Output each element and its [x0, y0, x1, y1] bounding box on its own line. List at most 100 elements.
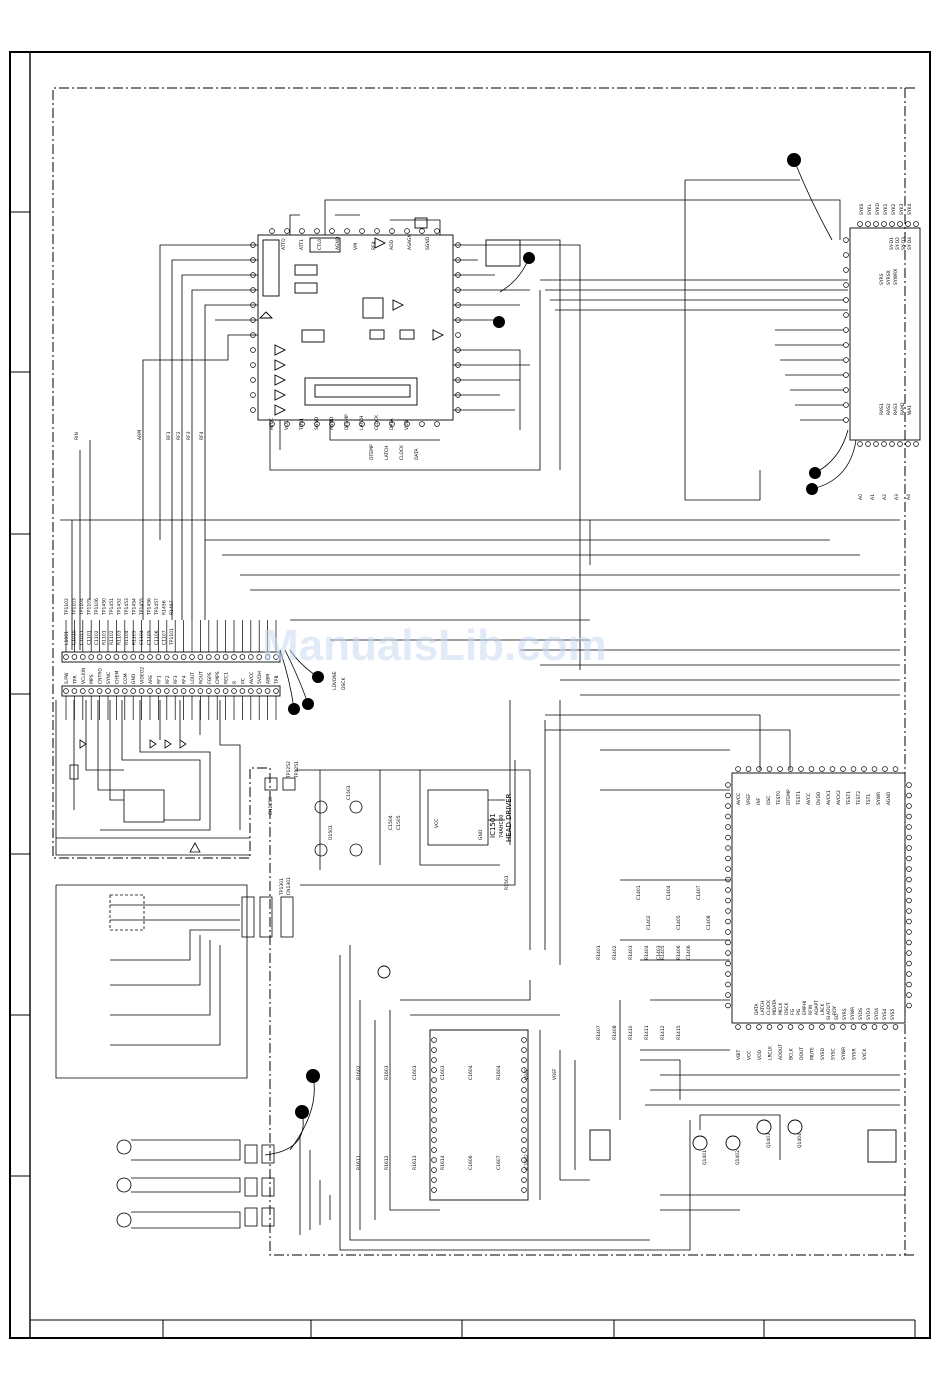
connector-pin-label: SYNC	[106, 672, 112, 684]
ic-pin-label: WA1	[907, 405, 913, 415]
component-label: C1106	[154, 630, 160, 645]
pin	[843, 417, 849, 423]
pin	[906, 887, 912, 893]
pin	[521, 1097, 527, 1103]
ic-pin-label: DOUT	[799, 1047, 805, 1060]
ic-pin-label: AGND	[886, 791, 892, 805]
pin	[906, 1002, 912, 1009]
ic-pin-label: ASAGN	[407, 234, 413, 250]
ic-pin-label: SYRS	[842, 1008, 848, 1020]
ic-pin-label: TEST2	[856, 791, 862, 806]
pin	[777, 1024, 783, 1030]
pin	[431, 1097, 437, 1103]
component-label: Q1402	[735, 1150, 741, 1165]
connector-pins	[63, 620, 279, 720]
pin	[431, 1107, 437, 1113]
pin	[147, 654, 153, 660]
component-label: R1410	[628, 1025, 634, 1040]
pin	[725, 845, 731, 851]
pin	[521, 1057, 527, 1063]
pin	[906, 824, 912, 830]
pin	[725, 992, 731, 998]
pin	[745, 766, 752, 772]
pin	[431, 1087, 437, 1093]
pin	[829, 766, 836, 772]
pin	[122, 654, 128, 660]
component-label: VREF	[552, 1068, 558, 1080]
ic-pin-label: CLOCK	[399, 444, 405, 460]
ic-pin-label: RFIN	[808, 1005, 814, 1015]
ic-pin-label: SYD4	[874, 1008, 880, 1020]
pin	[725, 897, 731, 904]
pin	[725, 876, 731, 883]
signal-label: DSCK	[341, 677, 347, 690]
connector-pin-label: ROUT	[198, 671, 204, 684]
ic-pin-label: SYRS	[879, 273, 885, 285]
component-label: C1504	[388, 815, 394, 830]
component-label: R1406	[676, 945, 682, 960]
pin	[865, 221, 871, 227]
ic-pin-label: VDD	[757, 1049, 763, 1060]
pin	[843, 402, 849, 408]
ic-pin-label: AVCK1	[826, 790, 832, 805]
ic-pin-label: TDV1	[299, 418, 305, 431]
pin	[725, 908, 731, 914]
component-label: R1415	[676, 1025, 682, 1040]
pin	[766, 766, 773, 772]
head-driver-ref: IC1501	[489, 813, 497, 838]
ic-pin-label: LRCK	[820, 1002, 826, 1015]
pin	[861, 766, 867, 772]
ic-pin-label: VCC	[284, 421, 290, 430]
ic-pin-label: CLOCK	[374, 414, 380, 430]
pin	[455, 332, 461, 338]
ic-pin-label: SY-D2	[895, 237, 901, 250]
component-label: R1403	[628, 945, 634, 960]
ic-pin-label: SYK3	[899, 203, 905, 215]
pin	[871, 766, 878, 772]
pin	[906, 897, 912, 904]
pin	[850, 1024, 857, 1030]
frame	[9, 51, 931, 1339]
pin	[843, 237, 849, 243]
lower-left-board-2	[55, 884, 294, 1079]
pin	[155, 688, 162, 694]
connector-pin-label: PC	[240, 678, 246, 684]
pin	[843, 327, 849, 333]
ic-pin-label: SYK2	[891, 203, 897, 215]
pin	[206, 654, 212, 660]
pin	[71, 654, 78, 660]
ic-pin-label: SYWR	[850, 1007, 856, 1020]
ic-pin-label: A2	[882, 494, 888, 500]
pin	[80, 654, 86, 660]
component-label: R1402	[612, 945, 618, 960]
signal-label: RIN	[74, 432, 80, 440]
component-label: C1604	[468, 1065, 474, 1080]
ic-pin-label: VM	[353, 243, 359, 250]
connector-cn1301: CN1301	[286, 877, 292, 895]
ic-pin-label: SYDS	[858, 1008, 864, 1020]
pin	[725, 981, 731, 988]
component-label: TP1450	[102, 598, 108, 616]
component-label: R1105	[132, 630, 138, 645]
component-label: C1105	[147, 630, 153, 645]
ic-pin-label: ADOUT	[778, 1044, 784, 1060]
test-point-tp1301: TP1301	[279, 878, 285, 896]
ic-pin-label: VDD	[404, 419, 410, 430]
ic-pin-label: AVCC	[269, 418, 275, 430]
ic-pin-label: RAS1	[879, 403, 885, 415]
ic-pin-label: SY-D1	[889, 237, 895, 250]
test-point-dot[interactable]	[493, 316, 505, 328]
ic-pin-label: A0	[858, 494, 864, 500]
component-label: C1101	[87, 630, 93, 645]
component-label: R1612	[384, 1155, 390, 1170]
pin	[857, 441, 863, 447]
ic-pin-label: AVCK2	[836, 790, 842, 805]
pin	[873, 221, 879, 227]
pin	[819, 766, 825, 772]
pin	[299, 228, 305, 234]
pin	[404, 421, 410, 427]
component-label: C1403	[656, 945, 662, 960]
pin	[250, 392, 256, 398]
pin	[882, 766, 888, 772]
pin	[250, 347, 256, 353]
